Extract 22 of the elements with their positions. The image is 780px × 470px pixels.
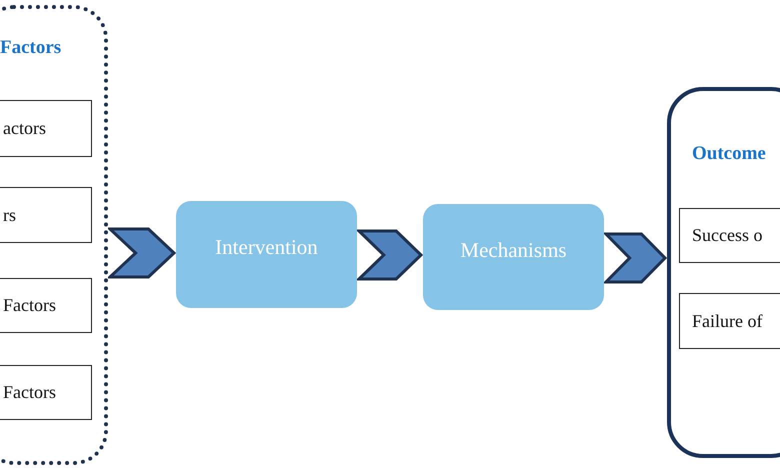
factor-box <box>679 293 780 349</box>
factor-box <box>0 365 92 420</box>
chevron-arrow <box>106 228 176 278</box>
factor-label: Failure of <box>692 310 762 332</box>
factor-box <box>0 278 92 333</box>
factor-label: Factors <box>3 382 56 403</box>
factor-label: Factors <box>3 295 56 316</box>
process-box <box>176 201 357 308</box>
rounded-group-frame <box>667 87 780 458</box>
factor-box <box>0 187 92 243</box>
factor-label: Success o <box>692 225 762 246</box>
process-label: Mechanisms <box>460 238 567 263</box>
factor-box <box>679 208 780 263</box>
factor-label: actors <box>3 118 46 139</box>
group-heading: Outcome <box>692 143 766 165</box>
chevron-arrow <box>602 232 668 284</box>
chevron-arrow <box>355 230 424 280</box>
process-box <box>423 204 604 310</box>
factor-box <box>0 100 92 157</box>
factor-label: rs <box>3 204 16 226</box>
process-label: Intervention <box>215 235 318 260</box>
group-heading: Factors <box>0 37 62 59</box>
